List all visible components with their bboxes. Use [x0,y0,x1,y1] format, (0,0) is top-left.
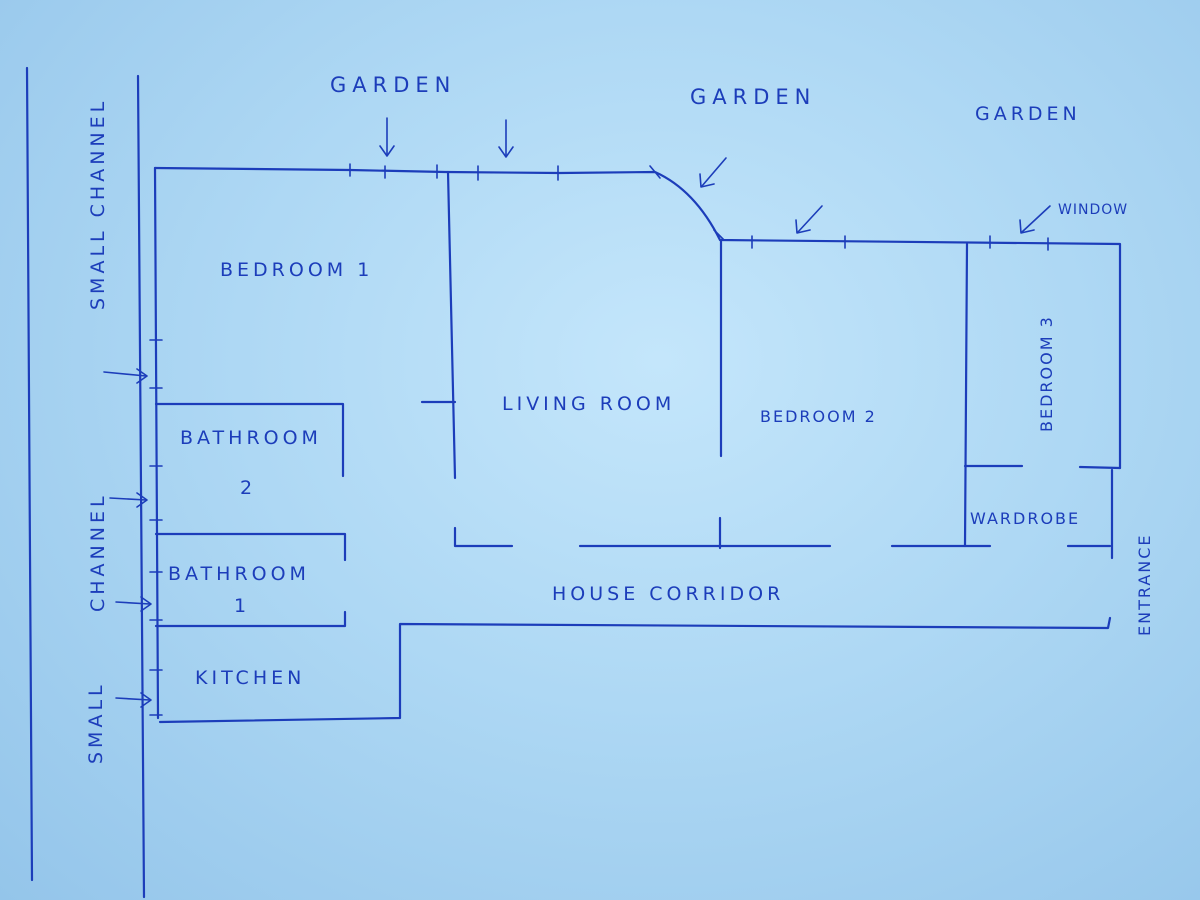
room-label-bedroom-2: BEDROOM 2 [760,407,877,426]
room-label-bedroom-3: BEDROOM 3 [1037,315,1056,432]
room-label-bathroom-1: BATHROOM [168,563,310,585]
channel-label: SMALL [85,681,107,764]
room-label-bathroom-2-number: 2 [240,477,256,499]
corridor-label: HOUSE CORRIDOR [552,583,784,605]
room-label-wardrobe: WARDROBE [970,509,1080,528]
garden-label: GARDEN [975,103,1081,125]
arrow-icon [103,117,1051,708]
entrance-label: ENTRANCE [1135,533,1154,636]
window-label: WINDOW [1058,202,1128,218]
channel-lines [25,66,146,899]
channel-label: CHANNEL [87,492,109,612]
window-ticks [149,163,1049,716]
room-label-bathroom-1-number: 1 [234,595,250,617]
room-label-bathroom-2: BATHROOM [180,427,322,449]
garden-label: GARDEN [690,85,816,109]
interior-walls [154,170,1122,628]
garden-label: GARDEN [330,73,456,97]
room-label-living-room: LIVING ROOM [502,393,675,415]
channel-label: SMALL CHANNEL [87,98,109,310]
room-label-kitchen: KITCHEN [195,667,305,689]
room-label-bedroom-1: BEDROOM 1 [220,259,373,281]
